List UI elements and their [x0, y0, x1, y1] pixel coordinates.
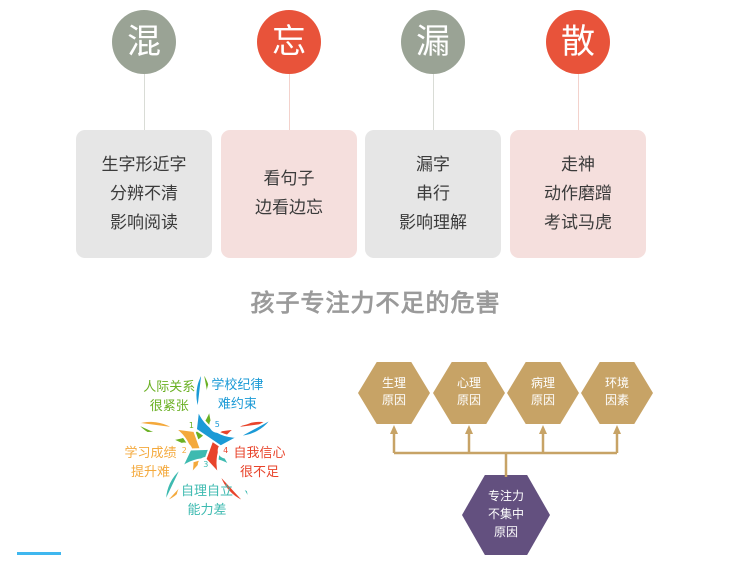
symptom-line: 串行	[416, 183, 450, 204]
connector-arrowhead	[390, 425, 398, 434]
symptom-line: 考试马虎	[544, 212, 612, 233]
keyword-glyph-3: 散	[561, 22, 595, 62]
symptom-card-3: 走神 动作磨蹭 考试马虎	[510, 130, 646, 258]
symptom-card-0: 生字形近字 分辨不清 影响阅读	[76, 130, 212, 258]
connector-stem-0	[144, 74, 145, 132]
connector-arrowhead	[465, 425, 473, 434]
keyword-circle-3: 散	[546, 10, 610, 74]
cause-hexagon[interactable]	[358, 362, 430, 424]
harm-flower-diagram: 人际关系 很紧张 学习成绩 提升难 自理自立 能力差 自我信心 很不足 学校纪律…	[50, 325, 360, 555]
keyword-circle-1: 忘	[257, 10, 321, 74]
petal-inner-circle	[228, 431, 291, 494]
connector-stem-1	[289, 74, 290, 132]
symptom-line: 影响理解	[399, 212, 467, 233]
symptom-card-1: 看句子 边看边忘	[221, 130, 357, 258]
keyword-circle-2: 漏	[401, 10, 465, 74]
hexagon-svg	[358, 362, 653, 555]
connector-arrowhead	[539, 425, 547, 434]
top-column-2: 漏 漏字 串行 影响理解	[365, 0, 501, 265]
petal-inner-circle	[176, 469, 239, 532]
top-column-1: 忘 看句子 边看边忘	[221, 0, 357, 265]
keyword-circle-0: 混	[112, 10, 176, 74]
flower-svg	[119, 363, 291, 532]
symptom-line: 分辨不清	[110, 183, 178, 204]
cause-hexagon-diagram: 生理 原因 心理 原因 病理 原因 环境 因素 专注力 不集中 原因	[350, 355, 680, 560]
symptom-card-2: 漏字 串行 影响理解	[365, 130, 501, 258]
connector-arrowhead	[613, 425, 621, 434]
root-cause-hexagon[interactable]	[462, 475, 550, 555]
symptom-line: 看句子	[263, 169, 315, 189]
connector-stem-2	[433, 74, 434, 132]
symptom-line: 走神	[561, 154, 595, 175]
top-column-3: 散 走神 动作磨蹭 考试马虎	[510, 0, 646, 265]
connector-stem-3	[578, 74, 579, 132]
symptom-line: 影响阅读	[110, 212, 178, 233]
symptom-line: 漏字	[416, 154, 450, 175]
keyword-glyph-1: 忘	[272, 22, 306, 62]
symptom-line: 边看边忘	[255, 198, 323, 218]
symptom-line: 动作磨蹭	[544, 183, 612, 204]
keyword-glyph-2: 漏	[416, 22, 450, 62]
section-heading: 孩子专注力不足的危害	[250, 289, 501, 317]
petal-inner-circle	[206, 363, 269, 426]
petal-inner-circle	[119, 431, 182, 494]
keyword-glyph-0: 混	[127, 22, 161, 62]
cause-hexagon[interactable]	[507, 362, 579, 424]
top-column-0: 混 生字形近字 分辨不清 影响阅读	[76, 0, 212, 265]
cause-hexagon[interactable]	[433, 362, 505, 424]
footer-accent-bar	[17, 552, 61, 555]
cause-hexagon[interactable]	[581, 362, 653, 424]
petal-inner-circle	[138, 366, 201, 429]
symptom-line: 生字形近字	[101, 154, 187, 175]
petal-badge-circle	[209, 416, 226, 433]
